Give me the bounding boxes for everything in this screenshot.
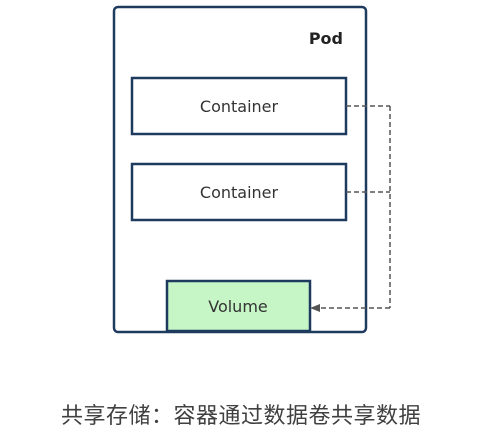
volume-box [165, 279, 312, 333]
container-label-2: Container [200, 183, 279, 202]
container-box-1 [130, 76, 348, 136]
volume-label: Volume [208, 297, 268, 316]
diagram-caption: 共享存储：容器通过数据卷共享数据 [60, 404, 421, 429]
container-box-2 [130, 162, 348, 222]
container-label-1: Container [200, 97, 279, 116]
pod-label: Pod [309, 29, 343, 48]
pod-shared-storage-diagram: Pod Container Container Volume [112, 5, 391, 334]
